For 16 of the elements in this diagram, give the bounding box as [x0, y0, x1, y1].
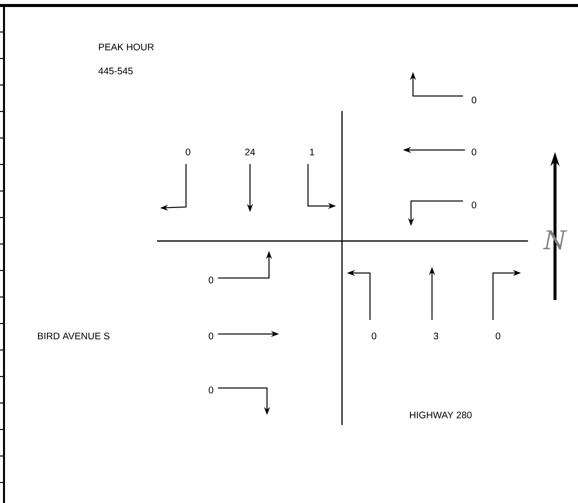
time-period-label: PEAK HOUR — [99, 44, 154, 50]
volume-count: 3 — [434, 332, 438, 340]
volume-count: 0 — [186, 148, 190, 156]
street-name: BIRD AVENUE S — [38, 332, 110, 340]
volume-count: 0 — [208, 332, 214, 340]
street-name: HIGHWAY 280 — [410, 412, 472, 418]
volume-count: 24 — [245, 148, 255, 156]
volume-count: 0 — [372, 332, 376, 340]
volume-count: 0 — [496, 332, 500, 340]
volume-count: 0 — [472, 148, 476, 156]
volume-count: 0 — [472, 96, 476, 104]
time-period-label: 445-545 — [98, 68, 133, 74]
volume-count: 0 — [472, 202, 476, 208]
volume-count: 0 — [208, 276, 214, 284]
volume-count: 0 — [208, 386, 214, 394]
volume-count: 1 — [310, 148, 314, 156]
